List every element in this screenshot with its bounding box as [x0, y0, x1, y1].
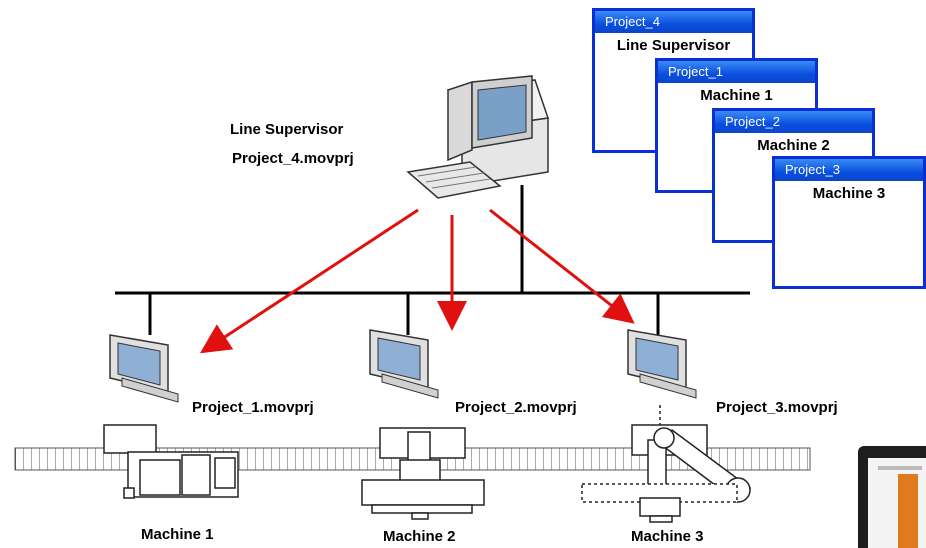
arrow-to-station-3 [489, 208, 635, 324]
project-window-4-label: Line Supervisor [616, 37, 731, 54]
supervisor-computer-icon [406, 75, 550, 199]
station-3-monitor-icon [627, 329, 697, 399]
station-1-project-file: Project_1.movprj [192, 399, 314, 416]
project-window-1-label: Machine 1 [700, 87, 773, 104]
project-window-3[interactable]: Project_3 Machine 3 [772, 156, 926, 289]
arrow-to-station-1 [199, 208, 419, 354]
project-window-2-label: Machine 2 [757, 137, 830, 154]
tablet-device-icon [858, 446, 926, 548]
machine-1-label: Machine 1 [141, 526, 214, 543]
project-window-1-title: Project_1 [658, 61, 815, 83]
project-window-2-title: Project_2 [715, 111, 872, 133]
project-window-3-title: Project_3 [775, 159, 923, 181]
supervisor-title: Line Supervisor [230, 121, 344, 138]
station-3-project-file: Project_3.movprj [716, 399, 838, 416]
machine-2-icon [361, 427, 485, 520]
project-window-3-label: Machine 3 [812, 185, 886, 202]
station-1-monitor-icon [109, 334, 179, 403]
station-2-monitor-icon [369, 329, 439, 399]
machine-1-icon [103, 424, 239, 499]
supervisor-project-file: Project_4.movprj [232, 150, 354, 167]
project-window-4-title: Project_4 [595, 11, 752, 33]
machine-2-label: Machine 2 [383, 528, 456, 545]
machine-3-icon [581, 405, 752, 523]
machine-3-label: Machine 3 [631, 528, 704, 545]
station-2-project-file: Project_2.movprj [455, 399, 577, 416]
